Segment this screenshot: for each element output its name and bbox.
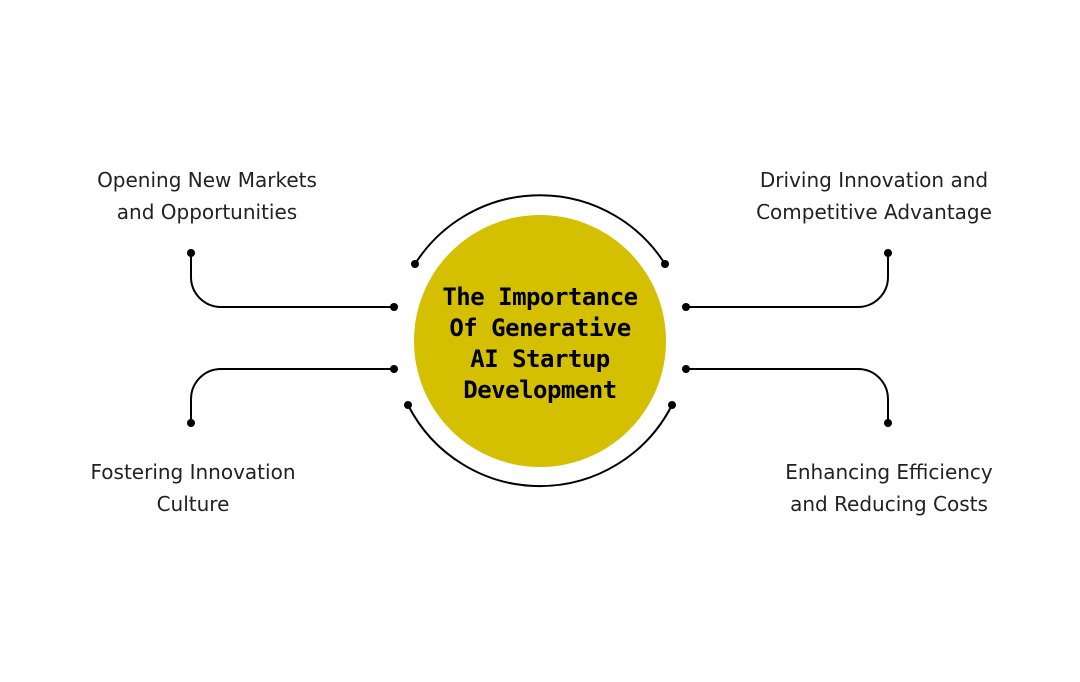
dot: [661, 260, 669, 268]
connector-bottom-left: [190, 368, 394, 423]
dot: [390, 365, 398, 373]
center-circle: [414, 215, 666, 467]
center-title-line: Of Generative: [449, 314, 631, 342]
label-line: and Opportunities: [116, 200, 298, 224]
dot: [682, 365, 690, 373]
center-title-line: Development: [463, 376, 617, 404]
label-line: Driving Innovation and: [759, 168, 989, 192]
dot: [682, 303, 690, 311]
label-driving-innovation: Driving Innovation and Competitive Advan…: [724, 164, 1024, 228]
label-line: Fostering Innovation: [90, 460, 296, 484]
bottom-arc: [407, 404, 673, 487]
endpoint-dots: [187, 249, 892, 427]
label-opening-new-markets: Opening New Markets and Opportunities: [57, 164, 357, 228]
connector-top-right: [686, 253, 889, 308]
top-arc: [414, 194, 666, 265]
center-title-line: AI Startup: [470, 345, 610, 373]
dot: [668, 401, 676, 409]
dot: [187, 249, 195, 257]
dot: [884, 249, 892, 257]
label-fostering-innovation: Fostering Innovation Culture: [43, 456, 343, 520]
dot: [404, 401, 412, 409]
label-enhancing-efficiency: Enhancing Efficiency and Reducing Costs: [739, 456, 1039, 520]
label-line: and Reducing Costs: [790, 492, 988, 516]
label-line: Competitive Advantage: [756, 200, 992, 224]
dot: [884, 419, 892, 427]
label-line: Opening New Markets: [97, 168, 317, 192]
connector-bottom-right: [686, 368, 889, 423]
center-title-line: The Importance: [442, 283, 638, 311]
dot: [390, 303, 398, 311]
center-title: The Importance Of Generative AI Startup …: [420, 282, 660, 406]
dot: [411, 260, 419, 268]
dot: [187, 419, 195, 427]
label-line: Culture: [156, 492, 230, 516]
connector-top-left: [190, 253, 394, 308]
label-line: Enhancing Efficiency: [785, 460, 993, 484]
